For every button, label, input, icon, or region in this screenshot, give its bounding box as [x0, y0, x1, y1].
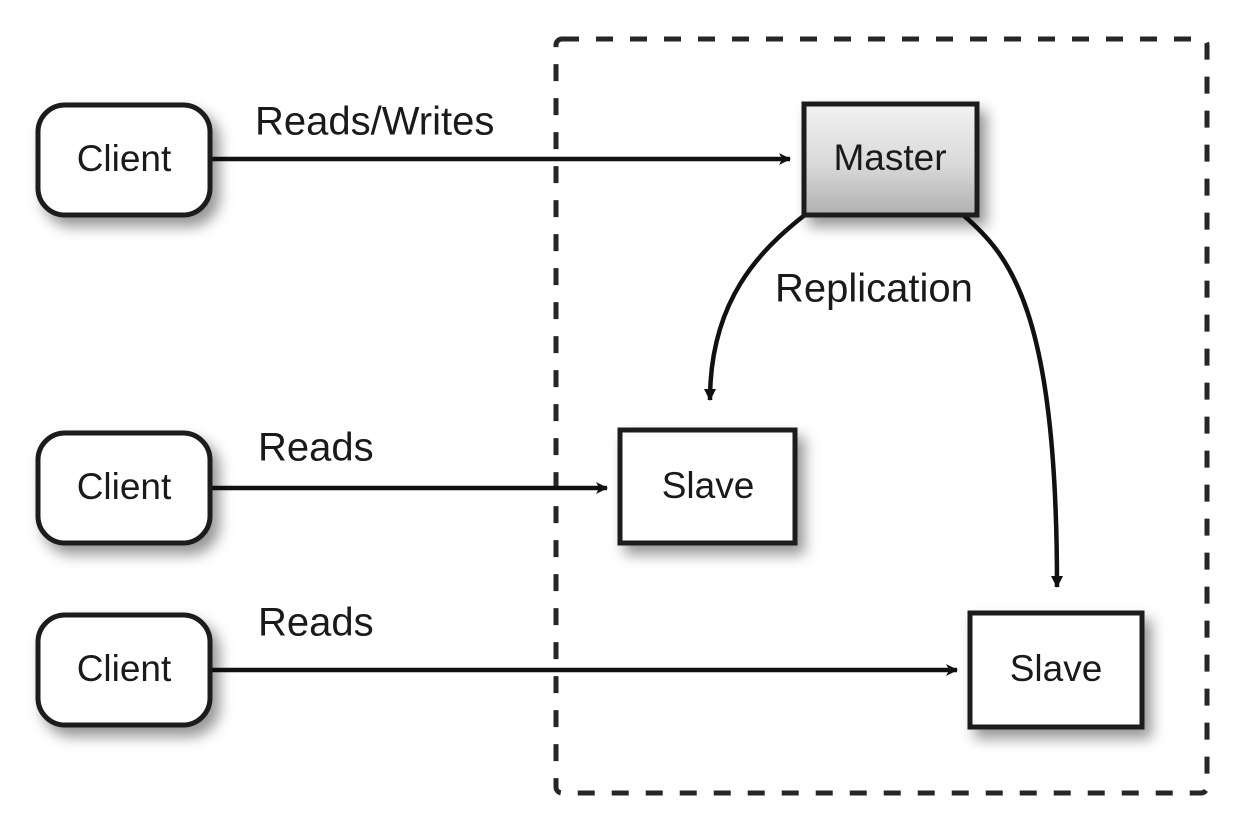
- client-1-label: Client: [77, 138, 172, 179]
- replication-cluster-boundary: [553, 36, 1210, 796]
- node-slave-1[interactable]: Slave: [617, 427, 798, 546]
- edge-master-slave1: [704, 212, 808, 401]
- edge-master-slave2: [960, 212, 1063, 588]
- slave-1-box[interactable]: [617, 427, 798, 546]
- edge-label-reads-middle: Reads: [258, 426, 374, 470]
- edge-label-reads-bottom: Reads: [258, 601, 374, 645]
- slave-2-label: Slave: [1010, 648, 1103, 689]
- edge-master-slave1-path: [704, 212, 808, 401]
- client-3-label: Client: [77, 648, 172, 689]
- cluster-boundary-rect: [553, 36, 1210, 796]
- client-2-box[interactable]: [35, 430, 213, 546]
- edge-master-slave2-path: [960, 212, 1063, 588]
- slave-1-label: Slave: [662, 465, 755, 506]
- client-3-box[interactable]: [35, 612, 213, 728]
- client-1-box[interactable]: [35, 102, 213, 218]
- master-label: Master: [833, 137, 946, 178]
- node-master[interactable]: Master: [801, 101, 980, 218]
- node-client-1[interactable]: Client: [35, 102, 213, 218]
- edge-label-reads-writes: Reads/Writes: [255, 100, 494, 144]
- node-client-2[interactable]: Client: [35, 430, 213, 546]
- node-slave-2[interactable]: Slave: [967, 610, 1145, 730]
- edge-label-replication: Replication: [775, 267, 973, 311]
- master-box[interactable]: [801, 101, 980, 218]
- client-2-label: Client: [77, 466, 172, 507]
- slave-2-box[interactable]: [967, 610, 1145, 730]
- node-client-3[interactable]: Client: [35, 612, 213, 728]
